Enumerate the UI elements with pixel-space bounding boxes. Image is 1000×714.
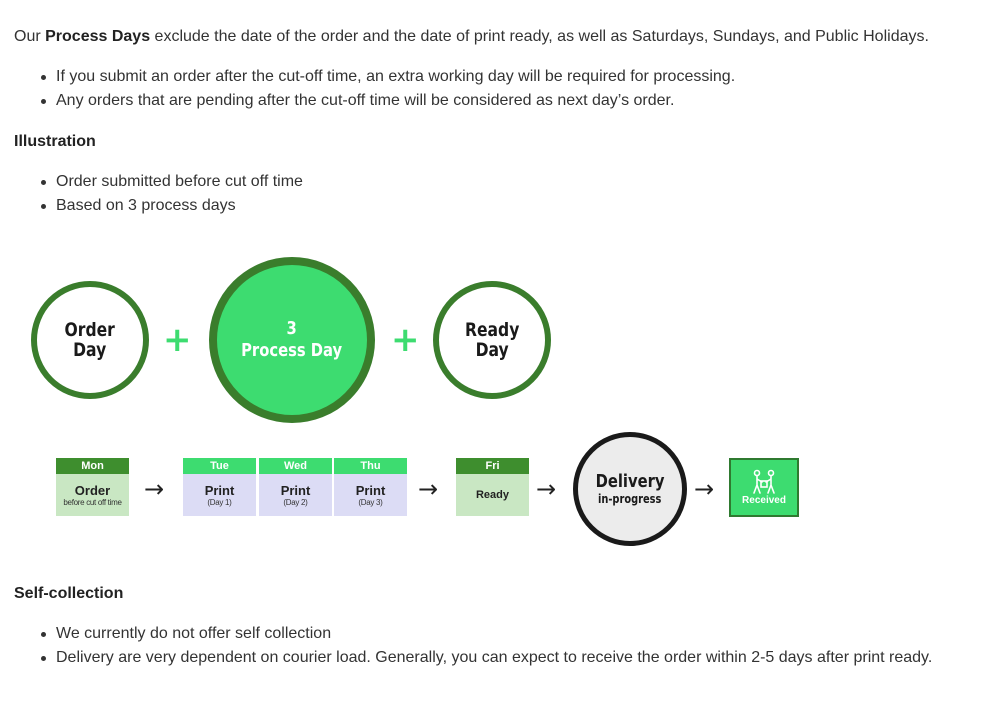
day-main: Print <box>280 482 311 498</box>
day-body: Print (Day 1) <box>183 474 256 516</box>
timeline-day-thu: Thu Print (Day 3) <box>334 458 407 516</box>
delivery-handover-icon <box>753 469 775 494</box>
day-body: Print (Day 2) <box>259 474 332 516</box>
list-item: Any orders that are pending after the cu… <box>40 90 735 114</box>
illustration-list: Order submitted before cut off time Base… <box>40 171 303 219</box>
timeline-day-fri: Fri Ready <box>456 458 529 516</box>
intro-bold-term: Process Days <box>45 28 151 45</box>
day-main: Print <box>204 482 235 498</box>
day-header: Wed <box>259 458 332 474</box>
intro-prefix: Our <box>14 28 46 45</box>
intro-suffix: exclude the date of the order and the da… <box>150 28 929 45</box>
day-main: Order <box>74 482 111 498</box>
illustration-heading: Illustration <box>14 133 96 150</box>
list-item: Delivery are very dependent on courier l… <box>40 647 932 671</box>
day-sub: (Day 1) <box>207 497 232 507</box>
list-item: We currently do not offer self collectio… <box>40 623 932 647</box>
arrow-right-icon: → <box>694 475 715 503</box>
day-sub: before cut off time <box>63 497 122 507</box>
delivery-circle: Delivery in-progress <box>573 432 687 546</box>
day-header: Thu <box>334 458 407 474</box>
day-body: Print (Day 3) <box>334 474 407 516</box>
cutoff-rules-list: If you submit an order after the cut-off… <box>40 66 735 114</box>
day-body: Order before cut off time <box>56 474 129 516</box>
timeline-day-mon: Mon Order before cut off time <box>56 458 129 516</box>
plus-icon: + <box>391 320 420 360</box>
process-days-intro: Our Process Days exclude the date of the… <box>14 26 929 48</box>
timeline-day-tue: Tue Print (Day 1) <box>183 458 256 516</box>
delivery-title: Delivery <box>595 471 665 492</box>
self-collection-heading: Self-collection <box>14 585 124 602</box>
day-main: Ready <box>475 488 510 501</box>
day-sub: (Day 2) <box>283 497 308 507</box>
self-collection-list: We currently do not offer self collectio… <box>40 623 932 671</box>
day-header: Fri <box>456 458 529 474</box>
timeline-day-wed: Wed Print (Day 2) <box>259 458 332 516</box>
list-item: Based on 3 process days <box>40 195 303 219</box>
day-header: Mon <box>56 458 129 474</box>
day-main: Print <box>355 482 386 498</box>
plus-icon: + <box>163 320 192 360</box>
received-label: Received <box>742 494 786 506</box>
list-item: If you submit an order after the cut-off… <box>40 66 735 90</box>
arrow-right-icon: → <box>144 475 165 503</box>
day-header: Tue <box>183 458 256 474</box>
arrow-right-icon: → <box>536 475 557 503</box>
delivery-subtitle: in-progress <box>598 492 662 506</box>
day-body: Ready <box>456 474 529 516</box>
list-item: Order submitted before cut off time <box>40 171 303 195</box>
arrow-right-icon: → <box>418 475 439 503</box>
day-sub: (Day 3) <box>358 497 383 507</box>
received-box: Received <box>729 458 799 517</box>
